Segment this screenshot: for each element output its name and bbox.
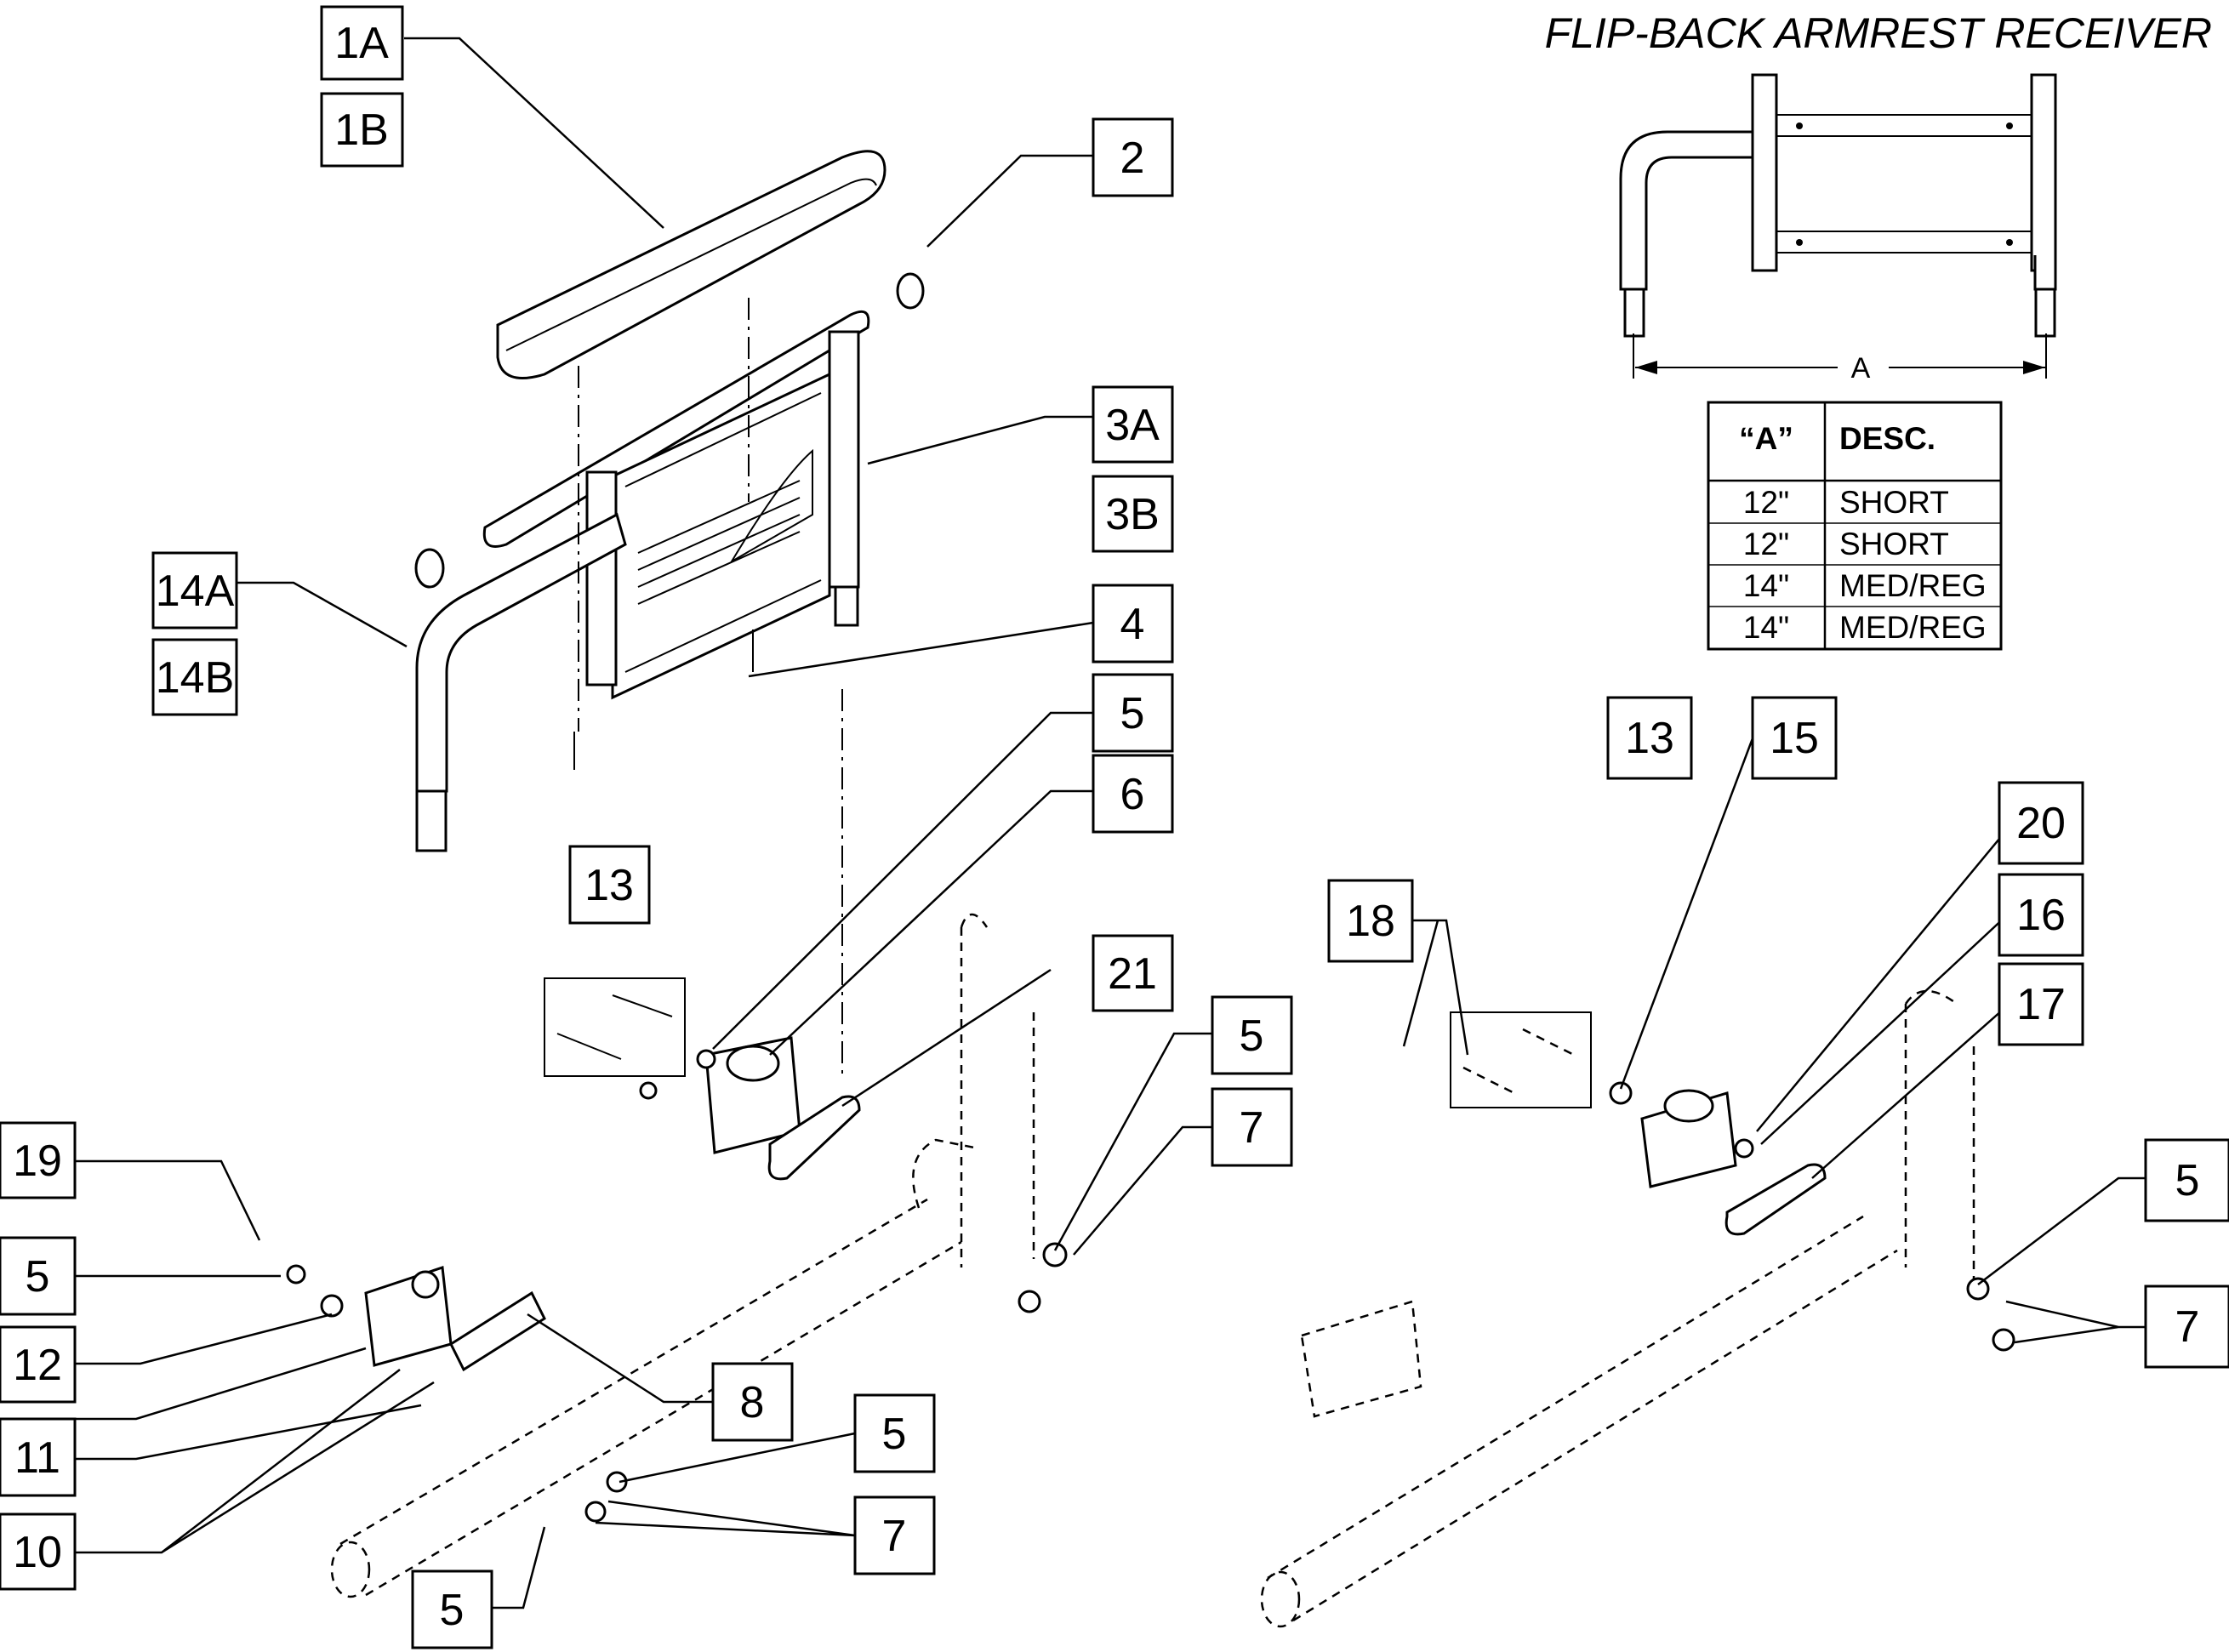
svg-text:3A: 3A	[1105, 401, 1160, 450]
svg-text:5: 5	[1120, 689, 1145, 738]
callout-1a: 1A	[320, 5, 404, 81]
svg-text:8: 8	[740, 1378, 765, 1427]
callout-7: 7	[2144, 1285, 2229, 1369]
dimension-a-label: A	[1851, 352, 1871, 385]
callout-19: 19	[0, 1121, 77, 1199]
table-cell: 14"	[1743, 568, 1789, 603]
callout-13: 13	[568, 845, 651, 925]
svg-text:7: 7	[1240, 1103, 1264, 1153]
svg-text:5: 5	[882, 1410, 907, 1459]
callout-13: 13	[1606, 696, 1693, 780]
svg-text:13: 13	[584, 861, 634, 910]
callout-5: 5	[1211, 995, 1293, 1075]
svg-text:3B: 3B	[1105, 490, 1160, 539]
table-cell: MED/REG	[1839, 568, 1987, 603]
svg-text:6: 6	[1120, 770, 1145, 819]
left-frame-illustration	[286, 913, 1068, 1598]
callout-6: 6	[1092, 754, 1174, 834]
callout-5: 5	[0, 1236, 77, 1316]
callout-18: 18	[1327, 879, 1414, 963]
table-header-desc: DESC.	[1839, 421, 1935, 456]
svg-text:1B: 1B	[334, 105, 389, 155]
callout-7: 7	[853, 1495, 936, 1575]
svg-text:14B: 14B	[156, 653, 235, 703]
table-cell: 12"	[1743, 485, 1789, 520]
callout-14a: 14A	[151, 551, 238, 629]
callout-21: 21	[1092, 934, 1174, 1012]
svg-text:4: 4	[1120, 600, 1145, 649]
callout-8: 8	[711, 1362, 794, 1442]
callout-11: 11	[0, 1417, 77, 1497]
callout-7: 7	[1211, 1087, 1293, 1167]
svg-text:12: 12	[13, 1341, 62, 1390]
flip-back-receiver-illustration: A	[1619, 73, 2057, 385]
armrest-assembly-illustration	[414, 150, 925, 1080]
table-cell: SHORT	[1839, 527, 1949, 561]
callout-20: 20	[1998, 781, 2084, 865]
table-cell: MED/REG	[1839, 610, 1987, 645]
leader-lines	[72, 37, 2161, 1609]
svg-text:5: 5	[1240, 1011, 1264, 1061]
svg-text:2: 2	[1120, 134, 1145, 183]
callout-5: 5	[2144, 1138, 2229, 1222]
svg-text:7: 7	[2175, 1302, 2200, 1352]
table-cell: 14"	[1743, 610, 1789, 645]
callout-5: 5	[1092, 673, 1174, 753]
svg-text:10: 10	[13, 1528, 62, 1577]
svg-text:11: 11	[14, 1433, 60, 1483]
size-table: “A” DESC. 12" SHORT 12" SHORT 14" MED/RE…	[1707, 401, 2003, 651]
callout-10: 10	[0, 1512, 77, 1591]
callout-16: 16	[1998, 873, 2084, 957]
svg-text:7: 7	[882, 1512, 907, 1561]
callout-5: 5	[411, 1569, 493, 1649]
callout-3b: 3B	[1092, 475, 1174, 553]
callout-3a: 3A	[1092, 385, 1174, 464]
table-cell: 12"	[1743, 527, 1789, 561]
svg-text:5: 5	[2175, 1156, 2200, 1205]
callout-17: 17	[1998, 962, 2084, 1046]
callout-1b: 1B	[320, 92, 404, 168]
svg-text:17: 17	[2016, 980, 2066, 1029]
svg-text:5: 5	[26, 1252, 50, 1302]
diagram-title: FLIP-BACK ARMREST RECEIVER	[1545, 9, 2212, 57]
callout-15: 15	[1751, 696, 1838, 780]
svg-text:5: 5	[440, 1586, 465, 1635]
svg-text:21: 21	[1108, 949, 1157, 999]
callout-2: 2	[1092, 117, 1174, 197]
callout-5: 5	[853, 1393, 936, 1473]
svg-text:16: 16	[2016, 891, 2066, 940]
svg-text:18: 18	[1346, 897, 1395, 946]
svg-text:1A: 1A	[334, 19, 389, 68]
svg-text:19: 19	[13, 1136, 62, 1186]
callout-4: 4	[1092, 584, 1174, 664]
table-header-a: “A”	[1739, 421, 1793, 456]
right-frame-illustration	[1260, 989, 2015, 1628]
svg-text:20: 20	[2016, 799, 2066, 848]
callouts: 1A 1B 2 3A 3B 14A 14B 4	[0, 5, 2229, 1649]
table-cell: SHORT	[1839, 485, 1949, 520]
svg-text:13: 13	[1625, 714, 1674, 763]
callout-12: 12	[0, 1325, 77, 1404]
callout-14b: 14B	[151, 638, 238, 716]
svg-text:14A: 14A	[156, 567, 235, 616]
svg-text:15: 15	[1770, 714, 1819, 763]
